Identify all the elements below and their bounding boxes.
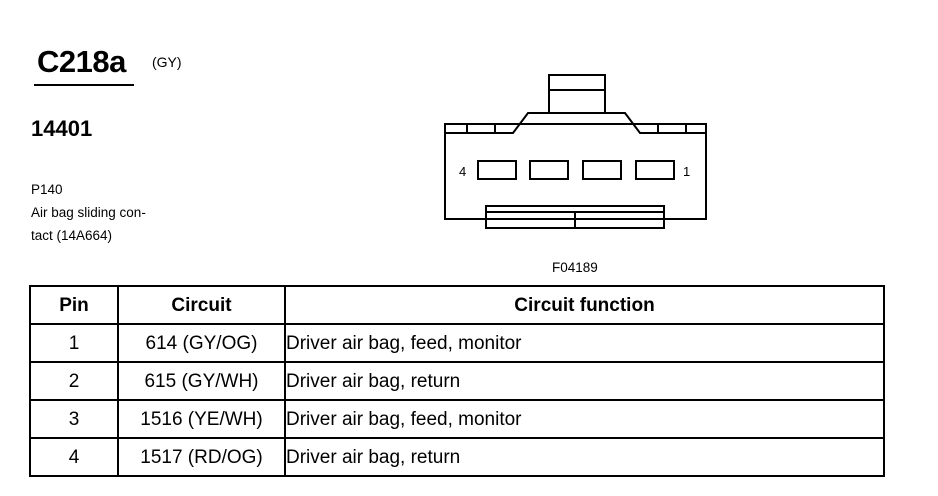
table-row: 2 615 (GY/WH) Driver air bag, return <box>29 361 885 401</box>
pin-cavity-3 <box>529 160 569 180</box>
pin-label-4: 4 <box>459 164 466 179</box>
function-cell: Driver air bag, return <box>284 361 885 401</box>
pin-cell: 2 <box>29 361 119 401</box>
part-number: 14401 <box>31 116 93 141</box>
connector-housing <box>444 123 707 220</box>
pin-cavity-2 <box>582 160 622 180</box>
function-cell: Driver air bag, return <box>284 437 885 477</box>
description-line-2: tact (14A664) <box>31 228 113 243</box>
function-cell: Driver air bag, feed, monitor <box>284 323 885 363</box>
pin-cell: 3 <box>29 399 119 439</box>
description-line-1: Air bag sliding con- <box>31 205 146 220</box>
header-circuit: Circuit <box>117 285 286 325</box>
pin-reference: P140 <box>31 182 63 197</box>
table-row: 3 1516 (YE/WH) Driver air bag, feed, mon… <box>29 399 885 439</box>
circuit-cell: 614 (GY/OG) <box>117 323 286 363</box>
header-circuit-function: Circuit function <box>284 285 885 325</box>
housing-shoulder <box>445 112 706 134</box>
connector-id: C218a <box>37 44 126 79</box>
pin-cavity-4 <box>477 160 517 180</box>
figure-code: F04189 <box>552 260 598 275</box>
pin-cell: 4 <box>29 437 119 477</box>
function-cell: Driver air bag, feed, monitor <box>284 399 885 439</box>
table-row: 4 1517 (RD/OG) Driver air bag, return <box>29 437 885 477</box>
pin-cell: 1 <box>29 323 119 363</box>
pin-label-1: 1 <box>683 164 690 179</box>
pinout-table: Pin Circuit Circuit function 1 614 (GY/O… <box>29 285 885 477</box>
connector-color: (GY) <box>152 54 182 70</box>
pin-cavity-1 <box>635 160 675 180</box>
circuit-cell: 1517 (RD/OG) <box>117 437 286 477</box>
connector-id-underline <box>34 84 134 86</box>
header-pin: Pin <box>29 285 119 325</box>
circuit-cell: 1516 (YE/WH) <box>117 399 286 439</box>
locking-tab <box>548 74 606 114</box>
table-row: 1 614 (GY/OG) Driver air bag, feed, moni… <box>29 323 885 363</box>
table-header-row: Pin Circuit Circuit function <box>29 285 885 325</box>
circuit-cell: 615 (GY/WH) <box>117 361 286 401</box>
